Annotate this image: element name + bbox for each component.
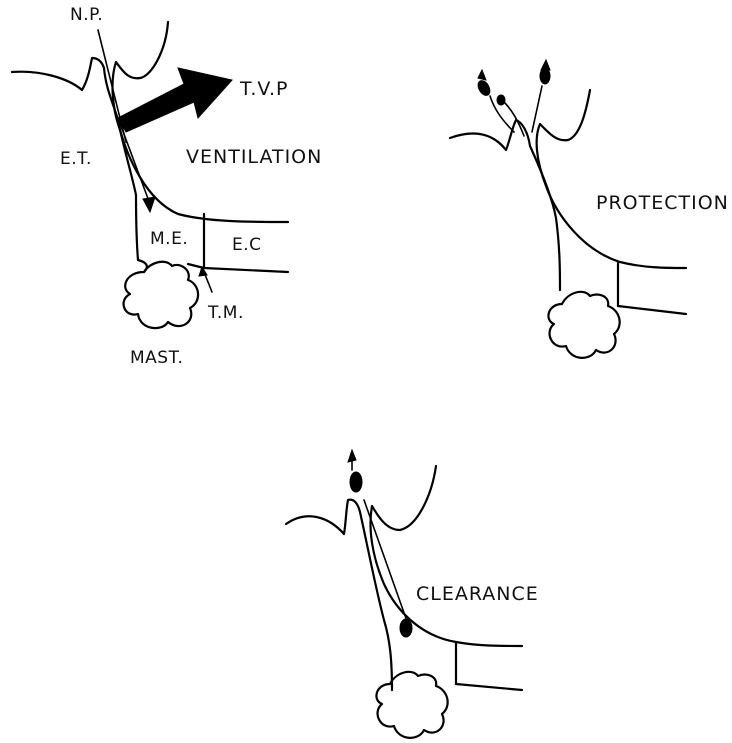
et-flow-arrowhead — [143, 197, 155, 212]
ear-canal-bottom — [204, 268, 288, 272]
protection-droplet-1-tip — [478, 70, 486, 80]
me-label: M.E. — [150, 229, 188, 249]
protection-panel: PROTECTION — [450, 60, 729, 358]
clearance-title: CLEARANCE — [416, 583, 539, 605]
tm-label: T.M. — [207, 303, 244, 323]
mastoid-cells — [124, 262, 198, 328]
protection-title: PROTECTION — [596, 192, 729, 214]
clearance-mastoid-cells — [376, 672, 447, 738]
protection-droplet-3-tip — [541, 60, 550, 70]
protection-ec-bottom — [618, 306, 686, 314]
protection-droplet-1 — [476, 79, 493, 98]
protection-mastoid-cells — [548, 292, 619, 358]
ventilation-title: VENTILATION — [186, 146, 322, 168]
ventilation-panel: N.P. T.V.P E.T. VENTILATION M.E. E.C T.M… — [12, 5, 322, 368]
clearance-panel: CLEARANCE — [286, 450, 539, 738]
et-flow-line — [118, 118, 150, 204]
clearance-left-wall — [286, 500, 392, 690]
ec-label: E.C — [232, 235, 262, 255]
clearance-right-wall — [371, 466, 523, 646]
clearance-ec-bottom — [456, 684, 522, 690]
protection-left-wall — [450, 120, 560, 290]
clearance-droplet-bottom — [400, 619, 412, 637]
et-label: E.T. — [60, 149, 92, 169]
clearance-droplet-top — [350, 472, 362, 492]
mast-label: MAST. — [130, 348, 183, 368]
np-label: N.P. — [70, 5, 103, 25]
protection-droplet-2 — [497, 95, 505, 105]
tvp-label: T.V.P — [239, 78, 288, 100]
